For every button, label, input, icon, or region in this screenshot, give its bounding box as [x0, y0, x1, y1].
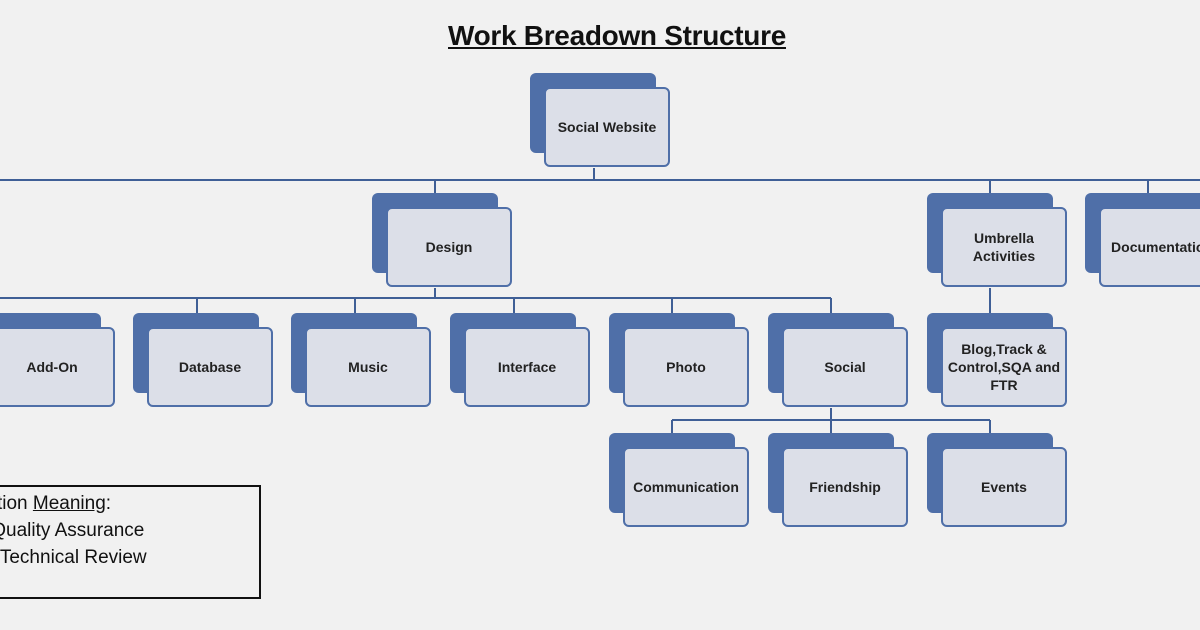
legend-heading-suffix: :	[105, 493, 112, 514]
node-label: Database	[178, 359, 242, 375]
node-front-shape: Database	[147, 327, 273, 407]
node-label: Interface	[497, 359, 557, 375]
legend-heading: Abbreviation Meaning:	[0, 493, 111, 515]
node-front-shape: Friendship	[782, 447, 908, 527]
node-label: Documentation	[1111, 239, 1200, 255]
diagram-title: Work Breadown Structure	[448, 20, 786, 51]
node-label: Social Website	[557, 119, 657, 135]
legend-heading-word: Meaning	[32, 493, 106, 514]
node-front-shape: Social Website	[544, 87, 670, 167]
node-label: Umbrella Activities	[972, 230, 1036, 264]
node-front-shape: Blog,Track & Control,SQA and FTR	[941, 327, 1067, 407]
node-front-shape: Add-On	[0, 327, 115, 407]
node-front-shape: Music	[305, 327, 431, 407]
node-label: Design	[425, 239, 473, 255]
node-front-shape: Interface	[464, 327, 590, 407]
legend-heading-prefix: Abbreviation	[0, 493, 28, 514]
node-front-shape: Events	[941, 447, 1067, 527]
node-label: Social	[824, 359, 866, 375]
node-front-shape: Photo	[623, 327, 749, 407]
node-front-shape: Communication	[623, 447, 749, 527]
node-label: Friendship	[809, 479, 881, 495]
node-label: Communication	[633, 479, 739, 495]
legend-entry-sqa: SQA - Software Quality Assurance	[0, 520, 145, 541]
node-front-shape: Documentation	[1099, 207, 1200, 287]
node-label: Blog,Track & Control,SQA and FTR	[947, 341, 1061, 393]
node-front-shape: Social	[782, 327, 908, 407]
node-front-shape: Umbrella Activities	[941, 207, 1067, 287]
abbreviation-legend: Abbreviation Meaning: SQA - Software Qua…	[0, 485, 261, 599]
node-label: Photo	[666, 359, 706, 375]
legend-entry-ftr: FTR - Formal Technical Review	[0, 547, 147, 568]
node-label: Add-On	[26, 359, 78, 375]
node-label: Music	[348, 359, 388, 375]
node-label: Events	[981, 479, 1027, 495]
node-front-shape: Design	[386, 207, 512, 287]
